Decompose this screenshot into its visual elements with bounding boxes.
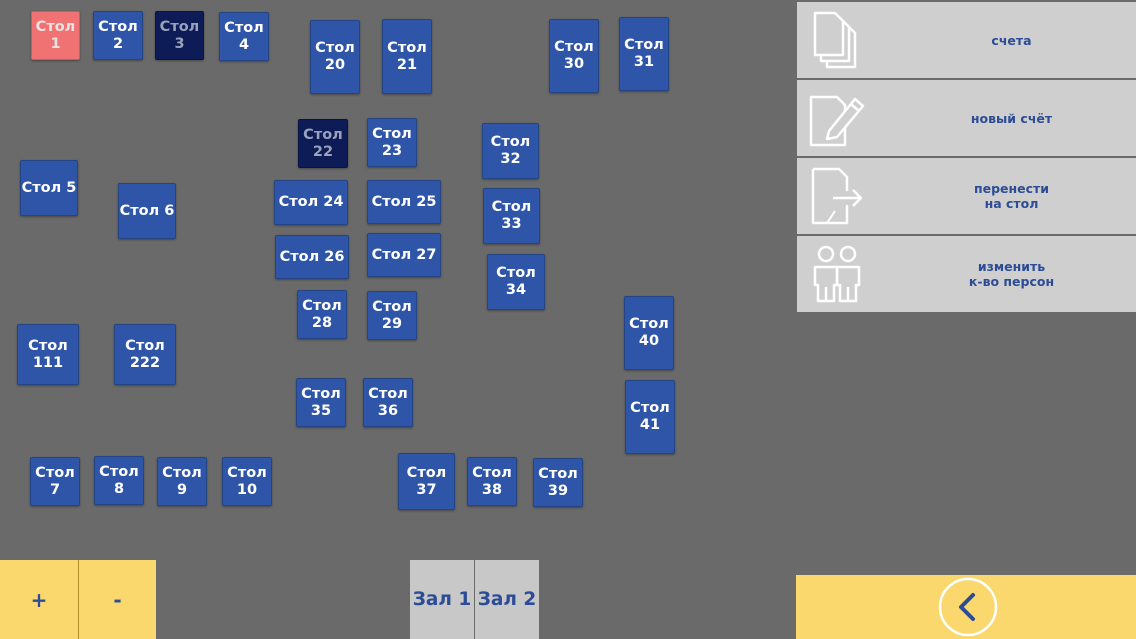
table-1[interactable]: Стол 1: [31, 11, 80, 60]
table-22[interactable]: Стол 22: [298, 119, 348, 168]
people-icon: [813, 245, 861, 303]
table-33[interactable]: Стол 33: [483, 188, 540, 244]
table-27[interactable]: Стол 27: [367, 233, 441, 277]
change-persons-label: изменить к-во персон: [968, 259, 1055, 289]
table-10[interactable]: Стол 10: [222, 457, 272, 506]
table-9[interactable]: Стол 9: [157, 457, 207, 506]
table-32[interactable]: Стол 32: [482, 123, 539, 179]
edit-document-icon: [809, 95, 865, 147]
change-persons-button[interactable]: изменить к-во персон: [797, 236, 1136, 312]
table-26[interactable]: Стол 26: [275, 235, 349, 279]
table-25[interactable]: Стол 25: [367, 180, 441, 224]
table-41[interactable]: Стол 41: [625, 380, 675, 454]
table-40[interactable]: Стол 40: [624, 296, 674, 370]
table-38[interactable]: Стол 38: [467, 457, 517, 506]
table-35[interactable]: Стол 35: [296, 378, 346, 427]
table-28[interactable]: Стол 28: [297, 290, 347, 339]
table-23[interactable]: Стол 23: [367, 118, 417, 167]
table-2[interactable]: Стол 2: [93, 11, 143, 60]
table-29[interactable]: Стол 29: [367, 291, 417, 340]
bills-label: счета: [991, 32, 1032, 48]
table-4[interactable]: Стол 4: [219, 12, 269, 61]
table-20[interactable]: Стол 20: [310, 20, 360, 94]
table-37[interactable]: Стол 37: [398, 453, 455, 510]
table-6[interactable]: Стол 6: [118, 183, 176, 239]
back-bar: [796, 575, 1136, 639]
actions-panel: счета новый счёт перенести на стол: [797, 2, 1136, 314]
new-bill-label: новый счёт: [970, 110, 1053, 126]
table-39[interactable]: Стол 39: [533, 458, 583, 507]
back-arrow-icon[interactable]: [938, 577, 998, 637]
floor-plan: Стол 1 Стол 2 Стол 3 Стол 4 Стол 20 Стол…: [17, 11, 675, 510]
new-bill-button[interactable]: новый счёт: [797, 80, 1136, 156]
zoom-out-button[interactable]: -: [79, 560, 156, 639]
table-31[interactable]: Стол 31: [619, 17, 669, 91]
table-3[interactable]: Стол 3: [155, 11, 204, 60]
table-21[interactable]: Стол 21: [382, 19, 432, 94]
documents-icon: [813, 11, 857, 69]
bills-button[interactable]: счета: [797, 2, 1136, 78]
table-5[interactable]: Стол 5: [20, 160, 78, 216]
table-7[interactable]: Стол 7: [30, 457, 80, 506]
zoom-in-button[interactable]: +: [0, 560, 79, 639]
move-document-icon: [811, 167, 863, 225]
table-111[interactable]: Стол 111: [17, 324, 79, 385]
hall-2-tab[interactable]: Зал 2: [475, 560, 539, 639]
table-222[interactable]: Стол 222: [114, 324, 176, 385]
table-8[interactable]: Стол 8: [94, 456, 144, 505]
table-30[interactable]: Стол 30: [549, 19, 599, 93]
table-34[interactable]: Стол 34: [487, 254, 545, 310]
table-24[interactable]: Стол 24: [274, 180, 348, 225]
table-36[interactable]: Стол 36: [363, 378, 413, 427]
hall-1-tab[interactable]: Зал 1: [410, 560, 474, 639]
move-to-table-button[interactable]: перенести на стол: [797, 158, 1136, 234]
move-to-table-label: перенести на стол: [973, 181, 1050, 211]
